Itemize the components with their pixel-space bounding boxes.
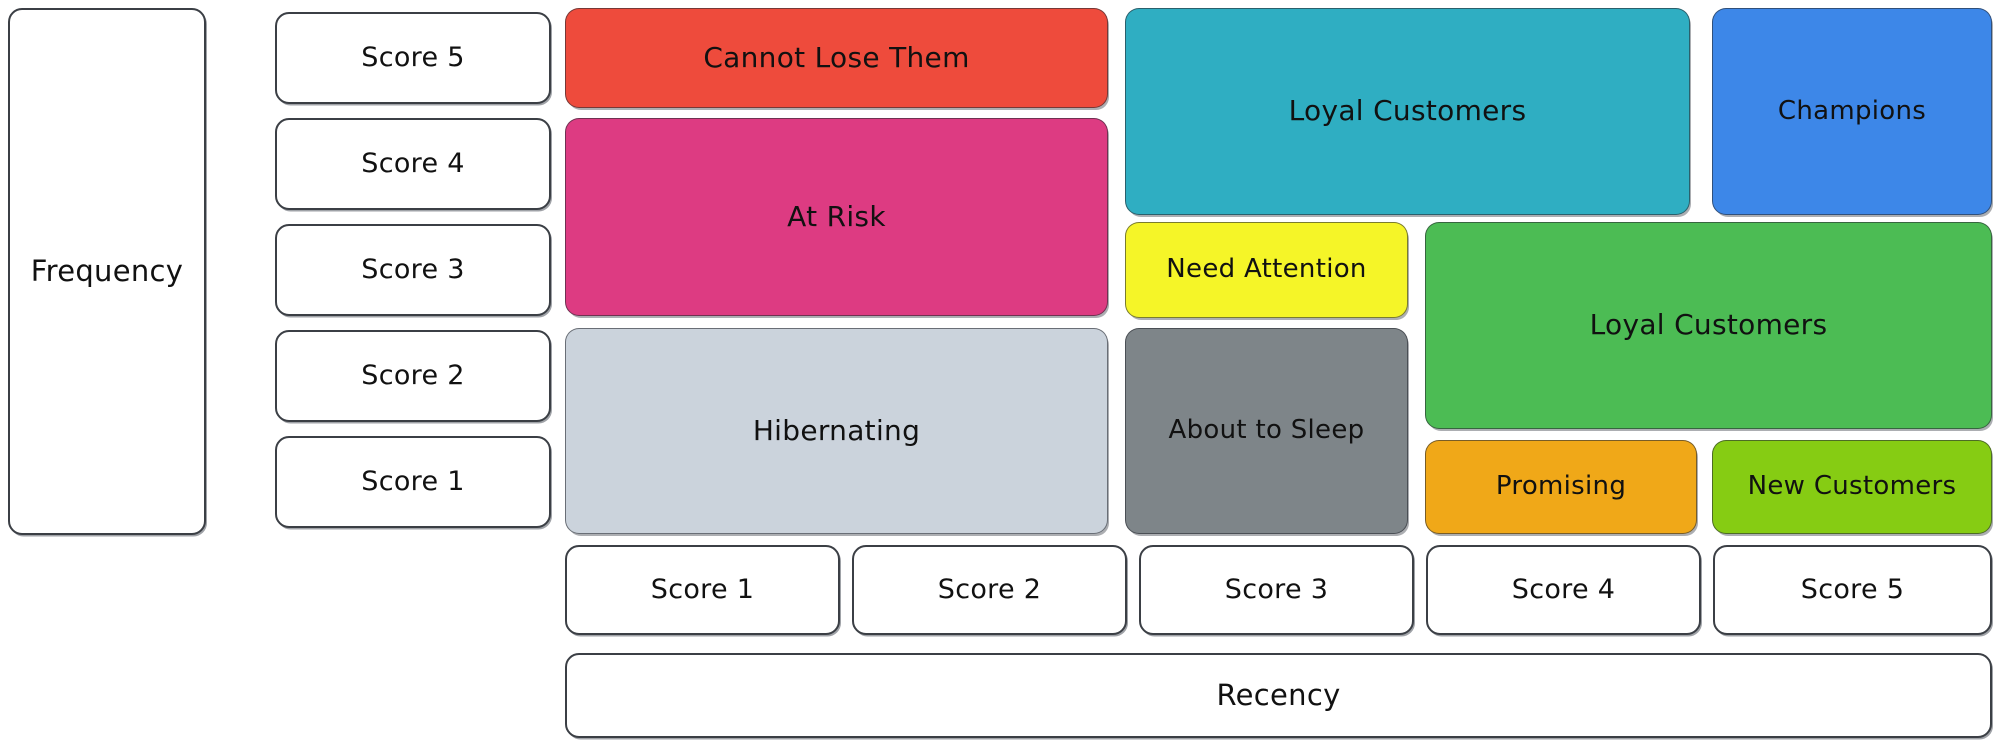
segment-cannot-lose-them[interactable]: Cannot Lose Them bbox=[565, 8, 1108, 108]
frequency-score-box-1: Score 1 bbox=[275, 436, 551, 528]
recency-score-label-3: Score 3 bbox=[1224, 574, 1329, 606]
segment-champions[interactable]: Champions bbox=[1712, 8, 1992, 215]
recency-score-label-4: Score 4 bbox=[1511, 574, 1616, 606]
recency-score-label-1: Score 1 bbox=[650, 574, 755, 606]
recency-score-box-3: Score 3 bbox=[1139, 545, 1414, 635]
segment-label-loyal-customers-green: Loyal Customers bbox=[1589, 308, 1828, 342]
frequency-score-label-2: Score 2 bbox=[361, 360, 465, 392]
segment-label-cannot-lose-them: Cannot Lose Them bbox=[703, 40, 970, 74]
recency-score-box-4: Score 4 bbox=[1426, 545, 1701, 635]
segment-label-need-attention: Need Attention bbox=[1166, 254, 1367, 285]
segment-need-attention[interactable]: Need Attention bbox=[1125, 222, 1408, 318]
recency-axis-label-box: Recency bbox=[565, 653, 1992, 738]
segment-label-promising: Promising bbox=[1495, 471, 1627, 502]
segment-loyal-customers-green[interactable]: Loyal Customers bbox=[1425, 222, 1992, 429]
frequency-score-label-5: Score 5 bbox=[361, 42, 465, 74]
segment-promising[interactable]: Promising bbox=[1425, 440, 1697, 534]
frequency-axis-label-box: Frequency bbox=[8, 8, 206, 535]
segment-label-new-customers: New Customers bbox=[1747, 471, 1957, 502]
frequency-score-box-4: Score 4 bbox=[275, 118, 551, 210]
recency-score-label-2: Score 2 bbox=[937, 574, 1042, 606]
segment-new-customers[interactable]: New Customers bbox=[1712, 440, 1992, 534]
segment-label-hibernating: Hibernating bbox=[752, 413, 921, 447]
recency-score-box-2: Score 2 bbox=[852, 545, 1127, 635]
segment-label-loyal-customers-teal: Loyal Customers bbox=[1288, 94, 1527, 128]
frequency-score-box-2: Score 2 bbox=[275, 330, 551, 422]
segment-at-risk[interactable]: At Risk bbox=[565, 118, 1108, 316]
frequency-axis-label: Frequency bbox=[30, 253, 184, 288]
segment-hibernating[interactable]: Hibernating bbox=[565, 328, 1108, 534]
recency-score-box-5: Score 5 bbox=[1713, 545, 1992, 635]
segment-label-champions: Champions bbox=[1777, 95, 1927, 126]
segment-label-at-risk: At Risk bbox=[787, 199, 886, 233]
frequency-score-box-3: Score 3 bbox=[275, 224, 551, 316]
frequency-score-label-3: Score 3 bbox=[361, 254, 465, 286]
frequency-score-box-5: Score 5 bbox=[275, 12, 551, 104]
recency-score-label-5: Score 5 bbox=[1800, 574, 1905, 606]
segment-label-about-to-sleep: About to Sleep bbox=[1168, 415, 1365, 446]
segment-about-to-sleep[interactable]: About to Sleep bbox=[1125, 328, 1408, 534]
frequency-score-label-1: Score 1 bbox=[361, 466, 465, 498]
recency-score-box-1: Score 1 bbox=[565, 545, 840, 635]
segment-loyal-customers-teal[interactable]: Loyal Customers bbox=[1125, 8, 1690, 215]
frequency-score-label-4: Score 4 bbox=[361, 148, 465, 180]
recency-axis-label: Recency bbox=[1216, 677, 1341, 712]
